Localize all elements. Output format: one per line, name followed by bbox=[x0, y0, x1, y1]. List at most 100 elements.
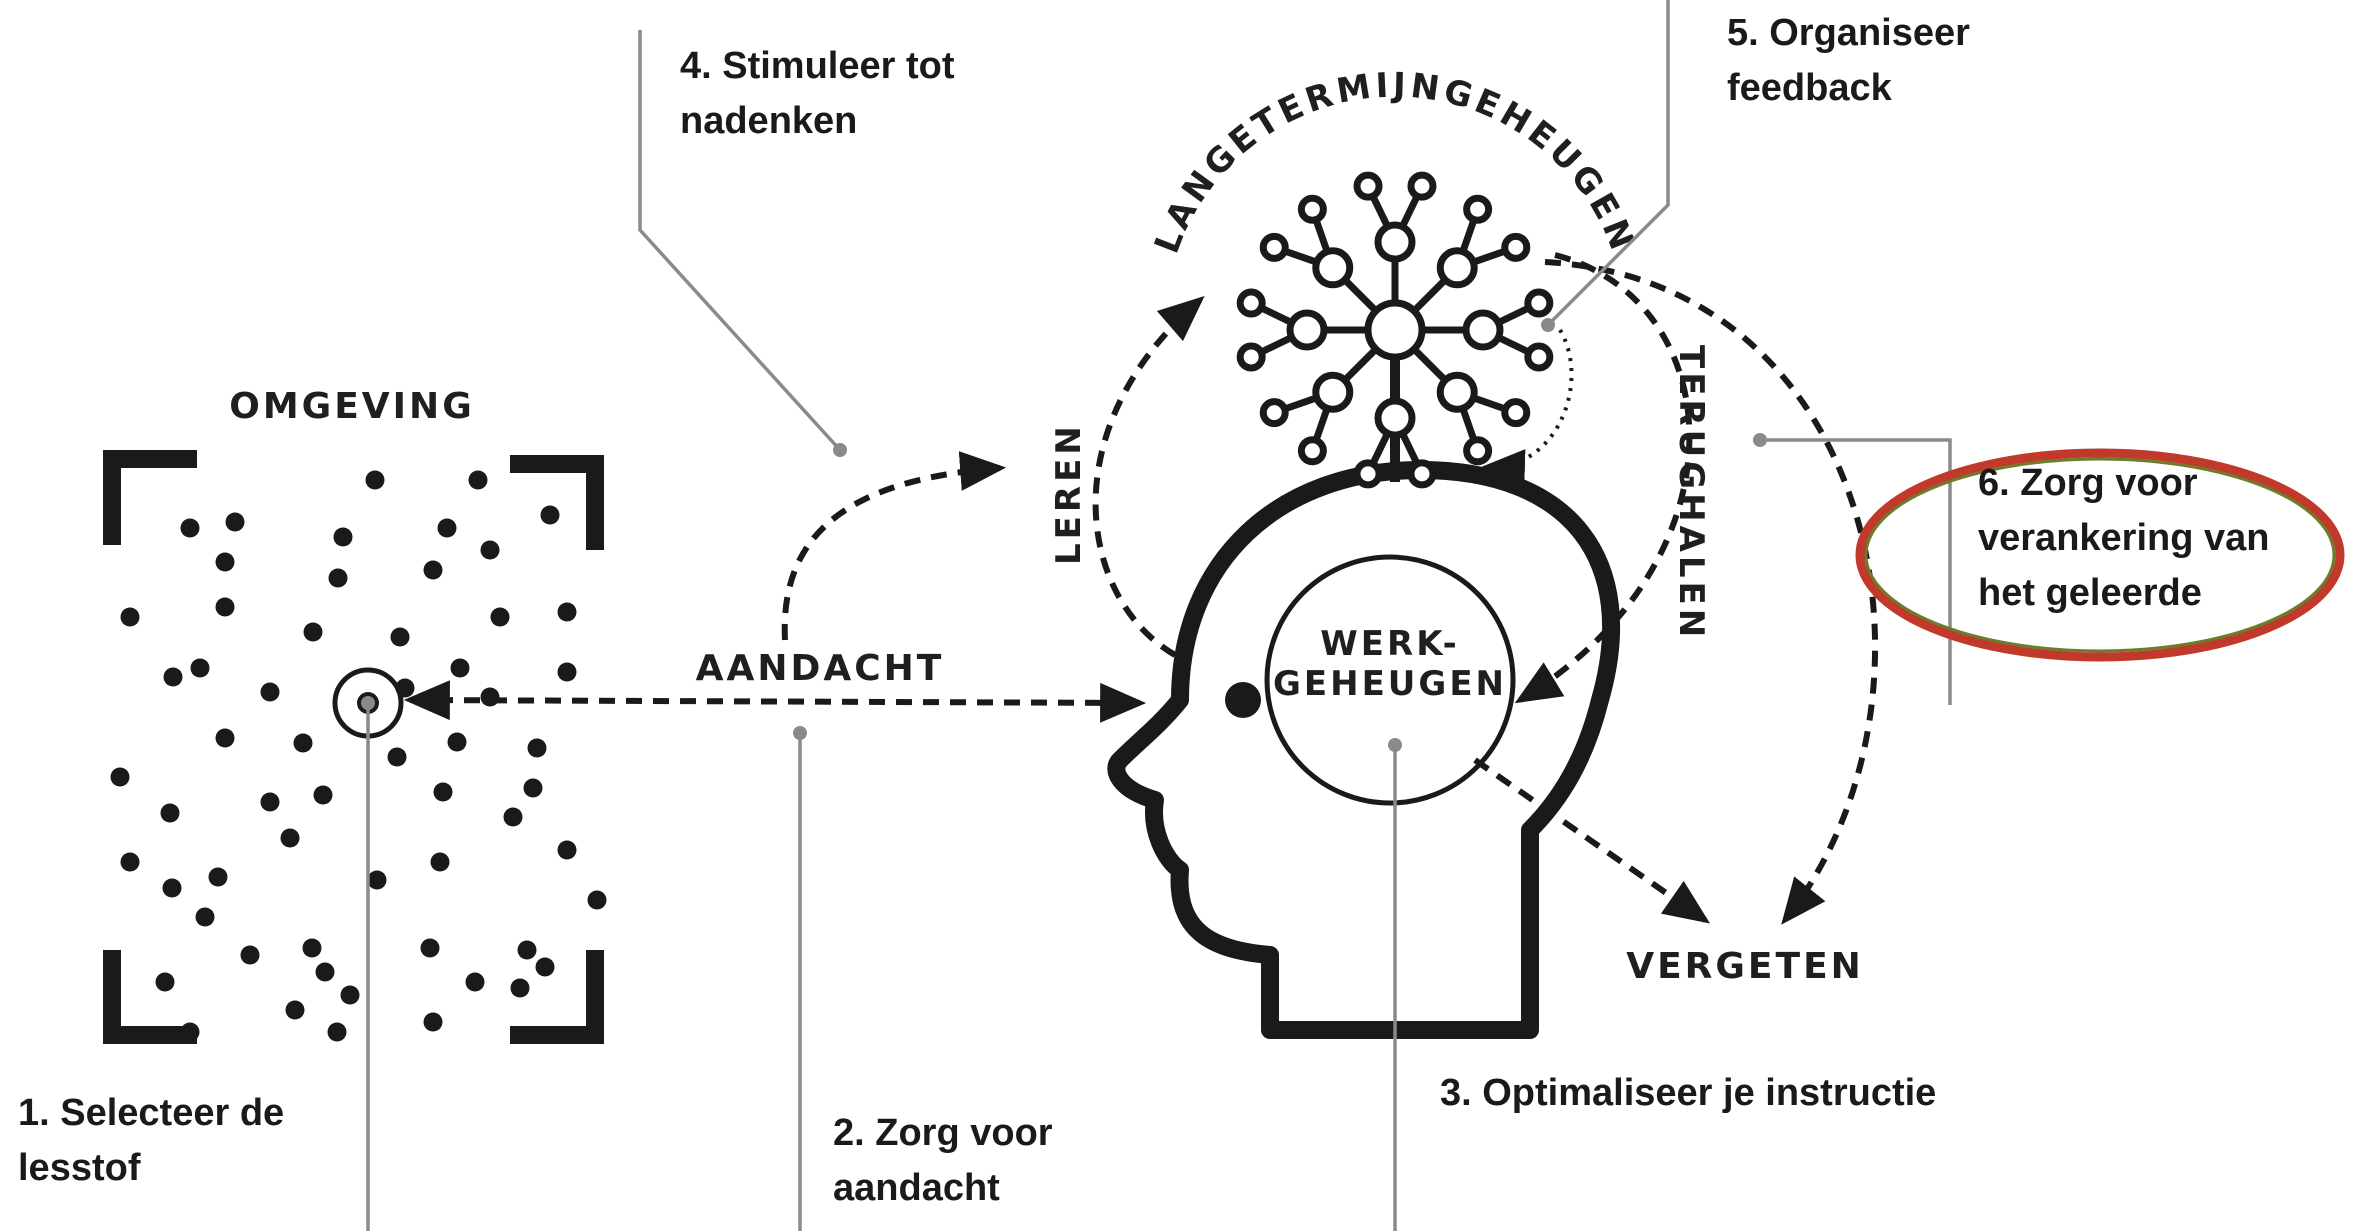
network-node bbox=[1501, 398, 1531, 428]
network-node bbox=[1407, 171, 1437, 201]
information-dot bbox=[333, 527, 353, 547]
information-dot bbox=[540, 505, 560, 525]
learning-arrow bbox=[1092, 295, 1205, 658]
information-dot bbox=[340, 985, 360, 1005]
information-dot bbox=[240, 945, 260, 965]
network-node bbox=[1462, 309, 1504, 351]
step4-line2: nadenken bbox=[680, 100, 857, 142]
information-dot bbox=[285, 1000, 305, 1020]
information-dot bbox=[430, 852, 450, 872]
step1-line1: 1. Selecteer de bbox=[18, 1092, 284, 1134]
step6-line2: verankering van bbox=[1978, 517, 2269, 559]
leren-label: LEREN bbox=[1049, 422, 1089, 565]
network-node bbox=[1436, 247, 1478, 289]
werkgeheugen-line2: GEHEUGEN bbox=[1273, 664, 1507, 704]
network-node bbox=[1463, 436, 1493, 466]
flow-arrows bbox=[403, 252, 1878, 925]
network-node bbox=[1353, 459, 1383, 489]
information-dot bbox=[215, 728, 235, 748]
information-dot bbox=[503, 807, 523, 827]
network-node bbox=[1297, 194, 1327, 224]
information-dot bbox=[447, 732, 467, 752]
network-node bbox=[1259, 398, 1289, 428]
step2-line2: aandacht bbox=[833, 1167, 1000, 1209]
network-node bbox=[1259, 232, 1289, 262]
network-node bbox=[1463, 194, 1493, 224]
information-dot bbox=[328, 568, 348, 588]
attention-to-learning-arrow bbox=[781, 451, 1007, 641]
information-dot bbox=[120, 852, 140, 872]
information-dot bbox=[280, 828, 300, 848]
information-dot bbox=[260, 792, 280, 812]
information-dot bbox=[437, 518, 457, 538]
information-dot bbox=[390, 627, 410, 647]
forget-working-memory-arrow bbox=[1473, 757, 1711, 924]
network-node bbox=[1236, 342, 1266, 372]
environment-panel: OMGEVING bbox=[103, 386, 607, 1044]
network-node bbox=[1353, 171, 1383, 201]
network-node bbox=[1524, 288, 1554, 318]
network-node bbox=[1312, 247, 1354, 289]
information-dot bbox=[315, 962, 335, 982]
network-node bbox=[1364, 299, 1426, 361]
information-dot bbox=[313, 785, 333, 805]
information-dot bbox=[423, 560, 443, 580]
information-dot bbox=[465, 972, 485, 992]
network-node bbox=[1501, 232, 1531, 262]
information-dot bbox=[195, 907, 215, 927]
step3: 3. Optimaliseer je instructie bbox=[1440, 1072, 1936, 1114]
information-dot bbox=[215, 552, 235, 572]
network-node bbox=[1312, 371, 1354, 413]
information-dots bbox=[110, 470, 607, 1042]
step2-line1: 2. Zorg voor bbox=[833, 1112, 1053, 1154]
step4-line1: 4. Stimuleer tot bbox=[680, 45, 955, 87]
information-dot bbox=[302, 938, 322, 958]
information-dot bbox=[450, 658, 470, 678]
step6-highlight-ellipse bbox=[1855, 448, 2345, 662]
retrieval-arrow bbox=[1514, 252, 1693, 704]
information-dot bbox=[120, 607, 140, 627]
network-node bbox=[1374, 221, 1416, 263]
information-dot bbox=[180, 1022, 200, 1042]
information-dot bbox=[523, 778, 543, 798]
leader-lines bbox=[361, 0, 1952, 1231]
information-dot bbox=[557, 840, 577, 860]
aandacht-label: AANDACHT bbox=[696, 648, 945, 689]
information-dot bbox=[527, 738, 547, 758]
step6-line3: het geleerde bbox=[1978, 572, 2202, 614]
information-dot bbox=[517, 940, 537, 960]
information-dot bbox=[293, 733, 313, 753]
information-dot bbox=[587, 890, 607, 910]
omgeving-label: OMGEVING bbox=[229, 386, 475, 427]
information-dot bbox=[480, 687, 500, 707]
step1-line2: lesstof bbox=[18, 1147, 141, 1189]
information-dot bbox=[423, 1012, 443, 1032]
network-node bbox=[1297, 436, 1327, 466]
network-node bbox=[1407, 459, 1437, 489]
information-dot bbox=[162, 878, 182, 898]
feedback-loop-arrow bbox=[1478, 328, 1574, 489]
information-dot bbox=[155, 972, 175, 992]
information-dot bbox=[387, 747, 407, 767]
step6-line1: 6. Zorg voor bbox=[1978, 462, 2198, 504]
information-dot bbox=[215, 597, 235, 617]
information-dot bbox=[303, 622, 323, 642]
environment-frame bbox=[103, 450, 604, 1044]
working-memory: WERK- GEHEUGEN bbox=[1264, 554, 1516, 806]
attention-arrow bbox=[403, 680, 1147, 723]
information-dot bbox=[180, 518, 200, 538]
network-node bbox=[1236, 288, 1266, 318]
information-dot bbox=[480, 540, 500, 560]
step5-line1: 5. Organiseer bbox=[1727, 12, 1970, 54]
information-dot bbox=[420, 938, 440, 958]
step-captions: 1. Selecteer de lesstof 2. Zorg voor aan… bbox=[18, 12, 2269, 1209]
information-dot bbox=[510, 978, 530, 998]
network-node bbox=[1286, 309, 1328, 351]
step5-line2: feedback bbox=[1727, 67, 1893, 109]
information-dot bbox=[327, 1022, 347, 1042]
forget-long-term-arrow bbox=[1544, 259, 1878, 925]
information-dot bbox=[557, 662, 577, 682]
network-node bbox=[1436, 371, 1478, 413]
information-dot bbox=[557, 602, 577, 622]
